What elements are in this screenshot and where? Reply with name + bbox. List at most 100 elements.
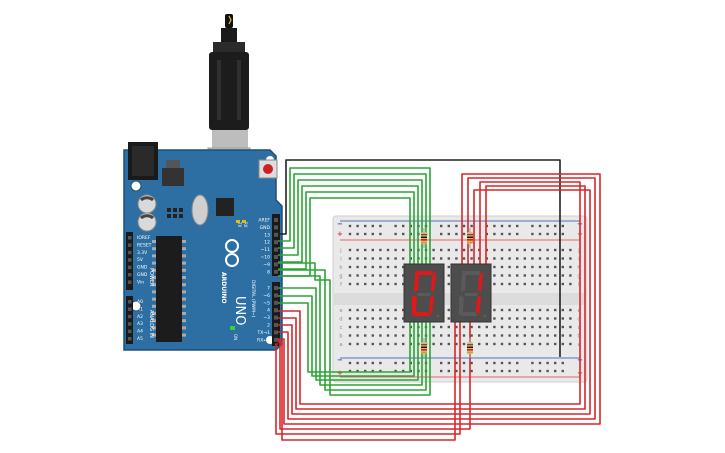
rail-hole[interactable] <box>493 224 496 228</box>
breadboard-hole[interactable] <box>523 342 526 346</box>
breadboard-hole[interactable] <box>538 342 542 346</box>
breadboard-hole[interactable] <box>470 248 473 252</box>
rail-hole[interactable] <box>455 361 458 365</box>
breadboard-hole[interactable] <box>402 308 405 312</box>
breadboard-hole[interactable] <box>371 274 374 277</box>
breadboard-hole[interactable] <box>516 257 519 260</box>
breadboard-hole[interactable] <box>447 265 450 269</box>
breadboard-hole[interactable] <box>561 342 564 346</box>
rail-hole[interactable] <box>447 224 450 228</box>
breadboard-hole[interactable] <box>440 257 443 260</box>
breadboard-hole[interactable] <box>538 257 542 260</box>
breadboard-hole[interactable] <box>554 334 557 337</box>
breadboard-hole[interactable] <box>440 325 443 329</box>
breadboard-hole[interactable] <box>455 248 458 252</box>
rail-hole[interactable] <box>493 232 496 236</box>
rail-hole[interactable] <box>508 361 511 365</box>
rail-hole[interactable] <box>462 232 466 236</box>
rail-hole[interactable] <box>531 369 534 373</box>
breadboard-hole[interactable] <box>447 317 450 320</box>
rail-hole[interactable] <box>402 232 405 236</box>
rail-hole[interactable] <box>402 369 405 373</box>
rail-hole[interactable] <box>516 361 519 365</box>
header-hole[interactable] <box>274 225 278 230</box>
rail-hole[interactable] <box>440 224 443 228</box>
rail-hole[interactable] <box>546 224 549 228</box>
breadboard-hole[interactable] <box>440 248 443 252</box>
arduino-uno-board[interactable]: ARDUINO UNO DIGITAL (PWM~) POWER ANALOG … <box>123 142 283 351</box>
breadboard-hole[interactable] <box>523 325 526 329</box>
rail-hole[interactable] <box>546 369 549 373</box>
header-hole[interactable] <box>274 218 278 222</box>
breadboard-hole[interactable] <box>432 342 435 346</box>
breadboard-hole[interactable] <box>554 342 557 346</box>
breadboard-hole[interactable] <box>455 257 458 260</box>
breadboard-hole[interactable] <box>364 282 367 286</box>
rail-hole[interactable] <box>493 369 496 373</box>
breadboard-hole[interactable] <box>561 317 564 320</box>
breadboard-hole[interactable] <box>516 265 519 269</box>
header-hole[interactable] <box>128 280 132 284</box>
breadboard-hole[interactable] <box>508 342 511 346</box>
breadboard-hole[interactable] <box>455 325 458 329</box>
breadboard-hole[interactable] <box>493 274 496 277</box>
rail-hole[interactable] <box>508 232 511 236</box>
breadboard-hole[interactable] <box>554 308 557 312</box>
rail-hole[interactable] <box>546 361 549 365</box>
breadboard-hole[interactable] <box>447 334 450 337</box>
breadboard-hole[interactable] <box>379 317 382 320</box>
rail-hole[interactable] <box>356 361 359 365</box>
breadboard-hole[interactable] <box>516 334 519 337</box>
breadboard-hole[interactable] <box>371 282 374 286</box>
breadboard-hole[interactable] <box>561 282 564 286</box>
breadboard-hole[interactable] <box>569 325 572 329</box>
header-hole[interactable] <box>128 322 132 326</box>
breadboard-hole[interactable] <box>538 274 542 277</box>
breadboard-hole[interactable] <box>478 325 481 329</box>
rail-hole[interactable] <box>440 232 443 236</box>
breadboard-hole[interactable] <box>508 257 511 260</box>
breadboard-hole[interactable] <box>554 265 557 269</box>
breadboard-hole[interactable] <box>386 342 390 346</box>
breadboard-hole[interactable] <box>561 257 564 260</box>
rail-hole[interactable] <box>538 369 542 373</box>
rail-hole[interactable] <box>508 224 511 228</box>
rail-hole[interactable] <box>500 224 504 228</box>
breadboard-hole[interactable] <box>455 342 458 346</box>
resistor-top-right[interactable] <box>467 228 473 248</box>
breadboard-hole[interactable] <box>523 257 526 260</box>
breadboard-hole[interactable] <box>569 282 572 286</box>
breadboard-hole[interactable] <box>508 317 511 320</box>
breadboard-hole[interactable] <box>569 265 572 269</box>
breadboard-hole[interactable] <box>394 274 397 277</box>
breadboard-hole[interactable] <box>538 334 542 337</box>
wire-red-7[interactable] <box>278 322 456 441</box>
rail-hole[interactable] <box>348 361 352 365</box>
breadboard-hole[interactable] <box>440 342 443 346</box>
breadboard-hole[interactable] <box>348 274 352 277</box>
breadboard-hole[interactable] <box>500 334 504 337</box>
header-hole[interactable] <box>274 308 278 313</box>
breadboard-hole[interactable] <box>348 265 352 269</box>
breadboard-hole[interactable] <box>470 325 473 329</box>
breadboard-hole[interactable] <box>371 325 374 329</box>
breadboard-hole[interactable] <box>531 342 534 346</box>
breadboard-hole[interactable] <box>379 334 382 337</box>
breadboard-hole[interactable] <box>554 317 557 320</box>
breadboard-hole[interactable] <box>500 317 504 320</box>
breadboard-hole[interactable] <box>379 248 382 252</box>
breadboard-hole[interactable] <box>371 342 374 346</box>
header-hole[interactable] <box>128 273 132 277</box>
breadboard-hole[interactable] <box>546 248 549 252</box>
breadboard-hole[interactable] <box>394 265 397 269</box>
breadboard-hole[interactable] <box>402 248 405 252</box>
rail-hole[interactable] <box>348 369 352 373</box>
rail-hole[interactable] <box>394 369 397 373</box>
breadboard-hole[interactable] <box>523 308 526 312</box>
header-hole[interactable] <box>274 286 278 290</box>
rail-hole[interactable] <box>394 361 397 365</box>
rail-hole[interactable] <box>538 232 542 236</box>
rail-hole[interactable] <box>379 232 382 236</box>
breadboard-hole[interactable] <box>485 325 488 329</box>
breadboard-hole[interactable] <box>348 282 352 286</box>
